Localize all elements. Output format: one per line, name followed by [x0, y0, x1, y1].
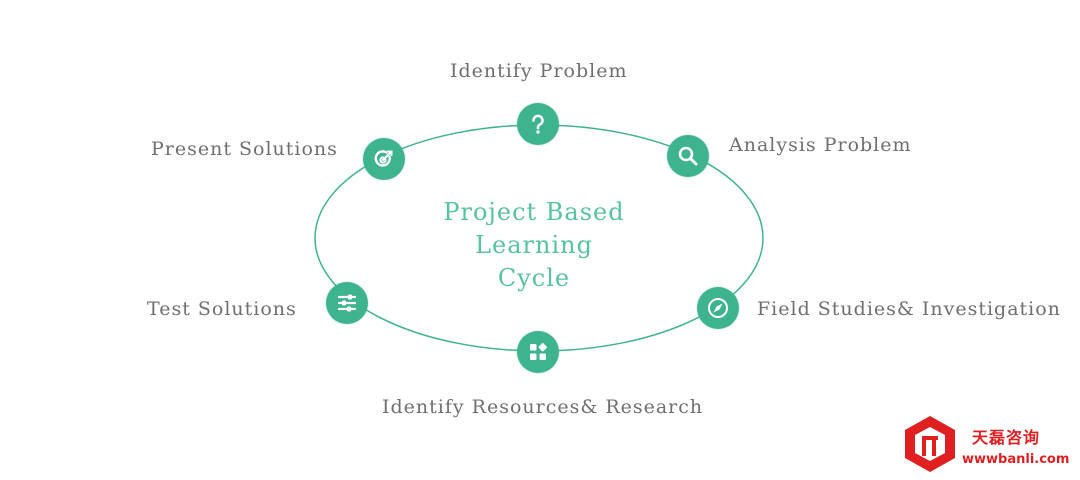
center-title-line-3: Cycle — [497, 264, 571, 292]
question-icon — [517, 103, 559, 145]
sliders-icon — [326, 282, 368, 324]
brand-watermark: 天磊咨询 wwwbanli.com — [900, 414, 1070, 474]
grid-icon — [517, 331, 559, 373]
center-title-line-2: Learning — [475, 231, 593, 259]
brand-url: wwwbanli.com — [962, 452, 1070, 467]
step-label-identify-problem: Identify Problem — [450, 60, 628, 82]
brand-logo-icon — [905, 416, 955, 472]
step-label-test-solutions: Test Solutions — [147, 298, 297, 320]
target-icon — [363, 138, 405, 180]
step-label-present-solutions: Present Solutions — [151, 138, 338, 160]
step-label-field-studies: Field Studies& Investigation — [757, 298, 1061, 320]
brand-name: 天磊咨询 — [972, 428, 1041, 447]
compass-icon — [697, 287, 739, 329]
center-title: Project Based Learning Cycle — [384, 196, 684, 295]
step-label-identify-resources: Identify Resources& Research — [382, 396, 704, 418]
step-label-analysis-problem: Analysis Problem — [729, 134, 912, 156]
center-title-line-1: Project Based — [443, 198, 625, 226]
magnifier-icon — [667, 135, 709, 177]
